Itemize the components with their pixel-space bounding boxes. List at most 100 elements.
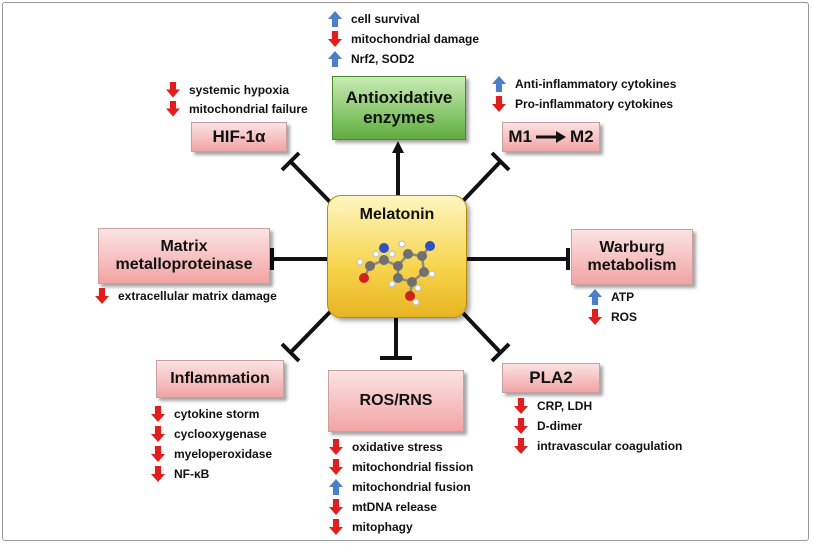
warburg-box: Warburg metabolism [571,229,693,285]
connector-hif [289,160,332,204]
pla2-box: PLA2 [502,363,600,393]
down-arrow-icon [151,466,165,482]
effect-item: extracellular matrix damage [95,286,277,306]
effect-text: mitochondrial fusion [352,480,471,494]
down-arrow-icon [151,426,165,442]
effect-text: intravascular coagulation [537,439,683,453]
effect-text: CRP, LDH [537,399,593,413]
warburg-label: Warburg metabolism [587,238,677,274]
m2-label: M2 [570,127,594,147]
hif-box: HIF-1α [191,122,287,152]
melatonin-box: Melatonin [327,195,467,318]
melatonin-molecule-image [356,240,436,306]
mmp-box: Matrix metalloproteinase [98,228,270,284]
up-arrow-icon [328,11,342,27]
effect-text: Anti-inflammatory cytokines [515,77,677,91]
right-arrow-icon [536,131,566,143]
connector-inflammation [289,310,332,354]
down-arrow-icon [514,418,528,434]
effect-item: cell survival [328,9,479,29]
arrowhead-antioxidative [392,141,404,153]
effects-warburg: ATP ROS [588,287,637,327]
antioxidative-enzymes-label: Antioxidative enzymes [345,88,453,127]
down-arrow-icon [329,459,343,475]
effect-text: NF-κB [174,467,210,481]
effect-item: CRP, LDH [514,396,682,416]
down-arrow-icon [514,398,528,414]
mmp-label: Matrix metalloproteinase [115,237,253,273]
effect-text: extracellular matrix damage [118,289,277,303]
down-arrow-icon [514,438,528,454]
effect-item: NF-κB [151,464,272,484]
effect-text: ATP [611,290,635,304]
effect-text: mtDNA release [352,500,437,514]
down-arrow-icon [329,439,343,455]
effect-item: mitochondrial fusion [329,477,473,497]
effect-item: mitochondrial failure [166,99,308,118]
effect-text: Nrf2, SOD2 [351,52,415,66]
effect-item: oxidative stress [329,437,473,457]
down-arrow-icon [166,100,180,117]
pla2-label: PLA2 [529,368,573,388]
effects-pla2: CRP, LDH D-dimer intravascular coagulati… [514,396,682,456]
effects-mmp: extracellular matrix damage [95,286,277,306]
down-arrow-icon [151,406,165,422]
effect-text: myeloperoxidase [174,447,273,461]
hif-label: HIF-1α [212,127,266,147]
effects-antioxidative: cell survival mitochondrial damage Nrf2,… [328,9,479,69]
effect-text: mitochondrial damage [351,32,480,46]
effect-item: mitophagy [329,517,473,537]
effect-item: Pro-inflammatory cytokines [492,94,676,114]
effect-text: ROS [611,310,638,324]
effect-item: Nrf2, SOD2 [328,49,479,69]
m1-label: M1 [508,127,532,147]
effect-item: cytokine storm [151,404,272,424]
inhibit-bar-hif [280,151,301,172]
melatonin-label: Melatonin [359,206,435,223]
effect-text: D-dimer [537,419,583,433]
inflammation-label: Inflammation [170,369,270,387]
effect-item: myeloperoxidase [151,444,272,464]
up-arrow-icon [588,289,602,305]
up-arrow-icon [492,76,506,92]
effects-inflammation: cytokine storm cyclooxygenase myeloperox… [151,404,272,484]
inhibit-bar-m1m2 [490,151,511,172]
effect-item: mitochondrial damage [328,29,479,49]
effects-hif: systemic hypoxia mitochondrial failure [166,80,308,118]
effect-item: mtDNA release [329,497,473,517]
down-arrow-icon [328,31,342,47]
inflammation-box: Inflammation [156,360,284,398]
inhibit-bar-inflammation [280,342,301,363]
effect-item: ROS [588,307,637,327]
inhibit-bar-pla2 [490,342,511,363]
effect-item: Anti-inflammatory cytokines [492,74,676,94]
effect-text: cyclooxygenase [174,427,267,441]
effects-m1m2: Anti-inflammatory cytokines Pro-inflamma… [492,74,676,114]
up-arrow-icon [329,479,343,495]
antioxidative-enzymes-box: Antioxidative enzymes [332,76,466,140]
ros-label: ROS/RNS [359,391,433,409]
effect-item: mitochondrial fission [329,457,473,477]
m1m2-box: M1 M2 [502,122,600,152]
effect-text: oxidative stress [352,440,443,454]
effect-text: Pro-inflammatory cytokines [515,97,674,111]
effect-text: systemic hypoxia [189,82,290,97]
effect-text: mitochondrial failure [189,101,308,116]
effect-item: cyclooxygenase [151,424,272,444]
up-arrow-icon [328,51,342,67]
down-arrow-icon [151,446,165,462]
down-arrow-icon [166,81,180,98]
connector-m1m2 [460,160,502,204]
ros-box: ROS/RNS [328,370,464,432]
effect-text: cell survival [351,12,420,26]
effect-item: ATP [588,287,637,307]
down-arrow-icon [95,288,109,304]
down-arrow-icon [329,499,343,515]
down-arrow-icon [588,309,602,325]
down-arrow-icon [329,519,343,535]
effect-text: mitochondrial fission [352,460,474,474]
effect-item: systemic hypoxia [166,80,308,99]
down-arrow-icon [492,96,506,112]
